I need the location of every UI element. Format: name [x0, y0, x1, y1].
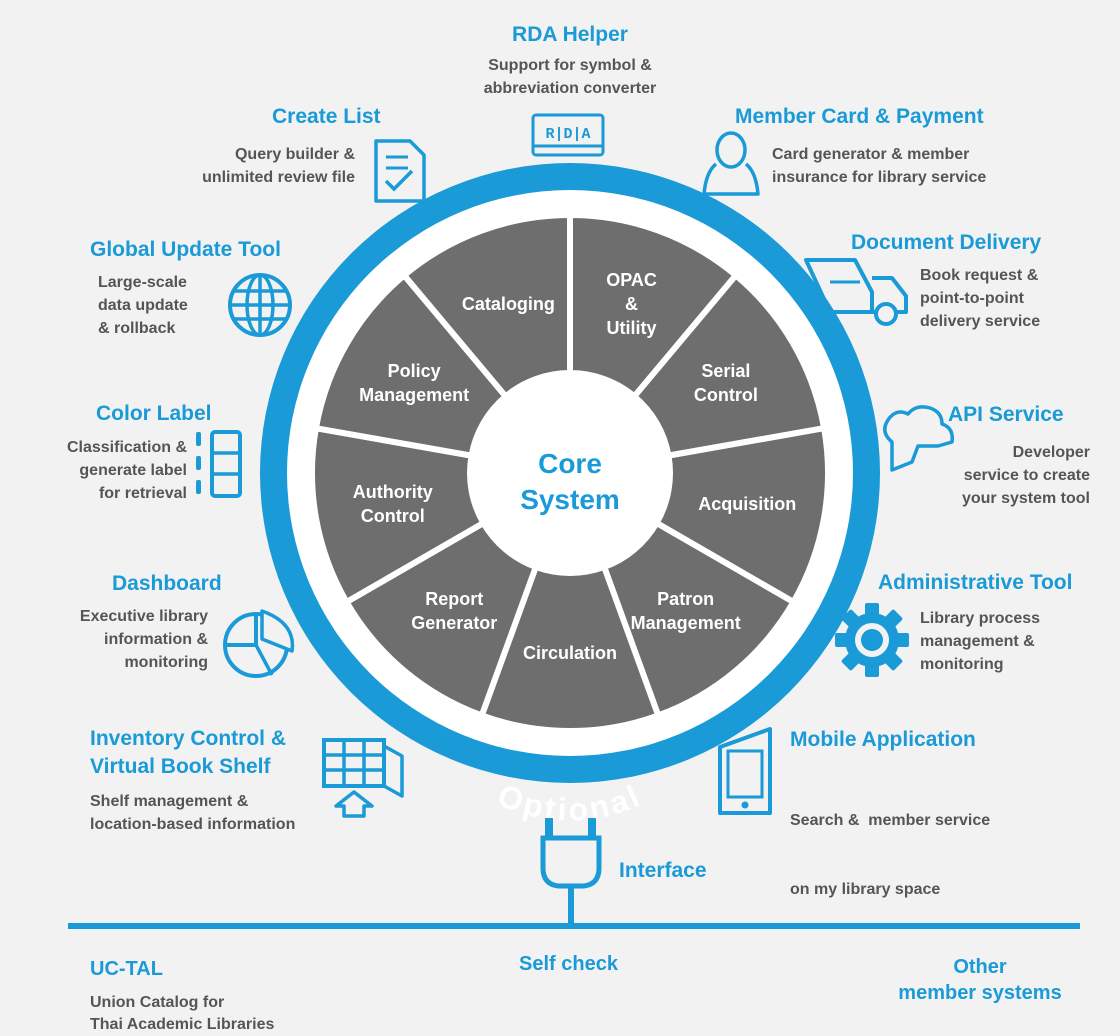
mobile-app-title: Mobile Application [790, 728, 976, 751]
user-icon [702, 131, 760, 196]
dashboard-title: Dashboard [112, 572, 222, 595]
label-icon [196, 430, 242, 498]
pie-chart-icon [223, 609, 295, 678]
uc-tal-title: UC-TAL [90, 958, 163, 980]
document-delivery-title: Document Delivery [851, 231, 1042, 254]
gear-icon [835, 603, 909, 677]
rda-helper-title: RDA Helper [512, 23, 628, 46]
uc-tal-desc: Union Catalog for Thai Academic Librarie… [90, 994, 275, 1033]
plug-icon [540, 835, 602, 889]
api-service-title: API Service [948, 403, 1064, 426]
core-title: Core System [510, 446, 630, 518]
member-card-desc: Card generator & member insurance for li… [772, 146, 987, 186]
checklist-icon [374, 139, 426, 203]
core-segment-label: Acquisition [698, 494, 797, 515]
api-service-desc: Developer service to create your system … [961, 444, 1090, 507]
tablet-icon [718, 727, 772, 815]
interface-label: Interface [619, 859, 707, 882]
plug-prong-left [545, 818, 553, 838]
rda-icon-text: R|D|A [545, 126, 590, 143]
admin-tool-desc: Library process management & monitoring [920, 610, 1041, 673]
global-update-title: Global Update Tool [90, 238, 281, 261]
globe-icon [228, 273, 292, 337]
truck-icon [804, 258, 908, 326]
inventory-desc: Shelf management & location-based inform… [90, 793, 296, 833]
core-title-line1: Core [538, 448, 602, 479]
core-segment-label: OPAC&Utility [606, 269, 657, 338]
cloud-icon [883, 405, 955, 472]
inventory-title: Inventory Control & Virtual Book Shelf [90, 727, 287, 778]
core-segment-label: Circulation [522, 643, 618, 663]
member-card-title: Member Card & Payment [735, 105, 984, 128]
other-systems-title: Other member systems [898, 956, 1062, 1004]
mobile-app-desc: Search & member service on my library sp… [790, 812, 991, 898]
plug-prong-right [588, 818, 596, 838]
admin-tool-title: Administrative Tool [878, 571, 1073, 594]
create-list-desc: Query builder & unlimited review file [202, 146, 355, 186]
self-check-title: Self check [519, 953, 618, 975]
rda-icon: R|D|A [531, 113, 605, 157]
document-delivery-desc: Book request & point-to-point delivery s… [920, 267, 1041, 330]
core-segment-label: Cataloging [461, 293, 555, 314]
color-label-desc: Classification & generate label for retr… [66, 439, 187, 502]
dashboard-desc: Executive library information & monitori… [79, 608, 208, 671]
core-title-line2: System [520, 484, 620, 515]
rda-helper-desc: Support for symbol & abbreviation conver… [483, 57, 657, 97]
core-circle [470, 373, 670, 573]
shelf-icon [322, 738, 404, 818]
color-label-title: Color Label [96, 402, 212, 425]
global-update-desc: Large-scale data update & rollback [98, 274, 188, 337]
create-list-title: Create List [272, 105, 381, 128]
